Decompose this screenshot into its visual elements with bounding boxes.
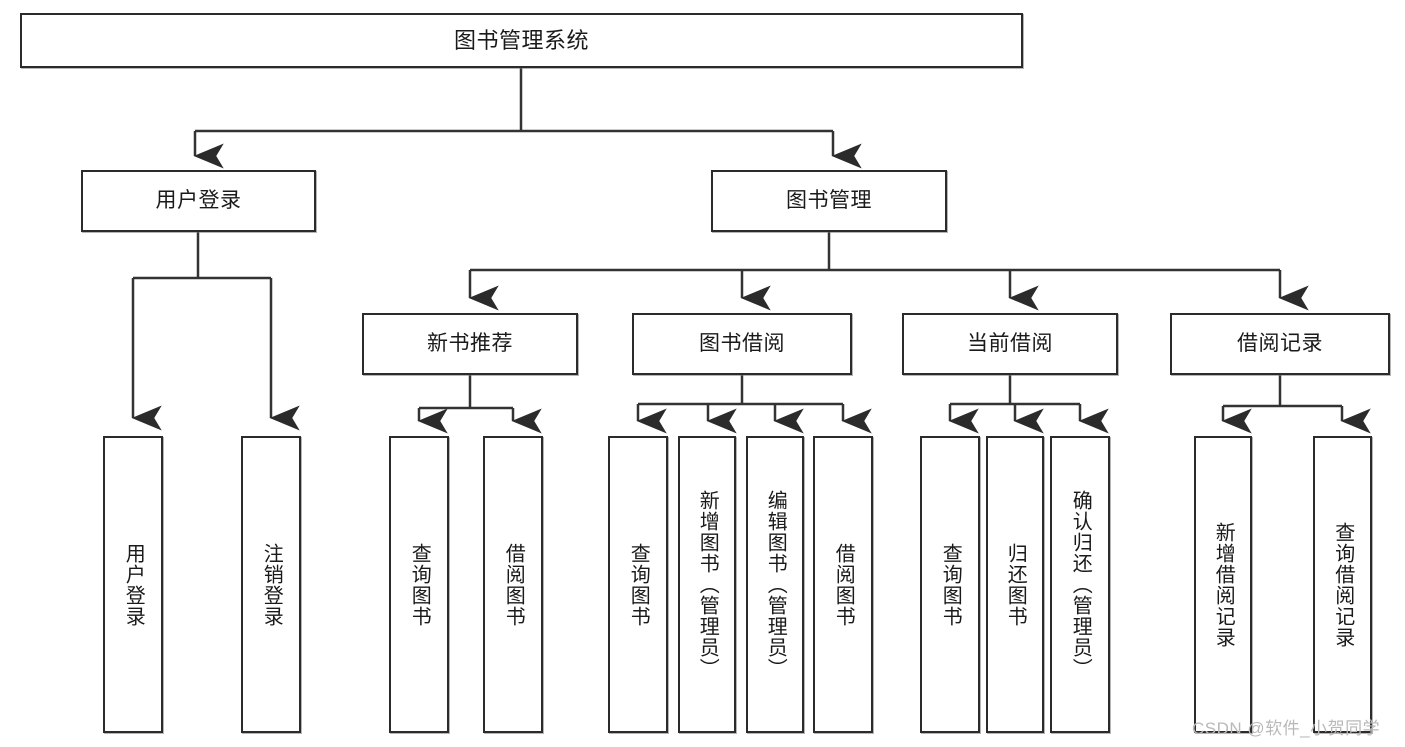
node-label: 图书管理系统	[453, 27, 589, 53]
node-label: 查询借阅记录	[1331, 521, 1354, 648]
node-label: 查询图书	[939, 542, 962, 627]
node-label: 编辑图书（管理员）	[764, 490, 787, 679]
node-label: 新增图书（管理员）	[696, 490, 719, 679]
node-label: 图书借阅	[699, 331, 785, 355]
node-label: 确认归还（管理员）	[1069, 490, 1092, 679]
node-current-borrow[interactable]: 当前借阅	[902, 313, 1118, 375]
node-label: 用户登录	[155, 188, 242, 212]
node-root-system[interactable]: 图书管理系统	[20, 13, 1023, 68]
node-book-borrow[interactable]: 图书借阅	[632, 313, 852, 375]
node-label: 查询图书	[627, 542, 650, 627]
watermark: CSDN @软件_小贺同学	[1192, 719, 1381, 738]
node-label: 新书推荐	[427, 331, 513, 355]
leaf-borrow-book-recommend[interactable]: 借阅图书	[483, 436, 543, 733]
node-label: 图书管理	[786, 188, 872, 212]
leaf-query-book-current[interactable]: 查询图书	[920, 436, 980, 733]
leaf-confirm-return-admin[interactable]: 确认归还（管理员）	[1050, 436, 1110, 733]
node-label: 新增借阅记录	[1212, 521, 1235, 648]
leaf-user-login[interactable]: 用户登录	[103, 436, 163, 733]
node-label: 当前借阅	[967, 331, 1053, 355]
leaf-return-book[interactable]: 归还图书	[986, 436, 1044, 733]
node-label: 查询图书	[408, 542, 431, 627]
leaf-query-book-borrow[interactable]: 查询图书	[608, 436, 668, 733]
node-user-login[interactable]: 用户登录	[81, 170, 316, 232]
leaf-add-borrow-record[interactable]: 新增借阅记录	[1194, 436, 1252, 733]
node-borrow-record[interactable]: 借阅记录	[1170, 313, 1390, 375]
node-label: 用户登录	[122, 542, 145, 627]
leaf-add-book-admin[interactable]: 新增图书（管理员）	[678, 436, 736, 733]
leaf-edit-book-admin[interactable]: 编辑图书（管理员）	[746, 436, 804, 733]
leaf-logout[interactable]: 注销登录	[241, 436, 301, 733]
leaf-query-borrow-record[interactable]: 查询借阅记录	[1313, 436, 1372, 733]
leaf-query-book-recommend[interactable]: 查询图书	[389, 436, 449, 733]
leaf-borrow-book[interactable]: 借阅图书	[813, 436, 873, 733]
node-book-management[interactable]: 图书管理	[711, 170, 947, 232]
node-label: 注销登录	[260, 542, 283, 627]
node-label: 借阅图书	[502, 542, 525, 627]
node-new-book-recommend[interactable]: 新书推荐	[362, 313, 578, 375]
node-label: 归还图书	[1004, 542, 1027, 627]
node-label: 借阅图书	[832, 542, 855, 627]
node-label: 借阅记录	[1237, 331, 1323, 355]
